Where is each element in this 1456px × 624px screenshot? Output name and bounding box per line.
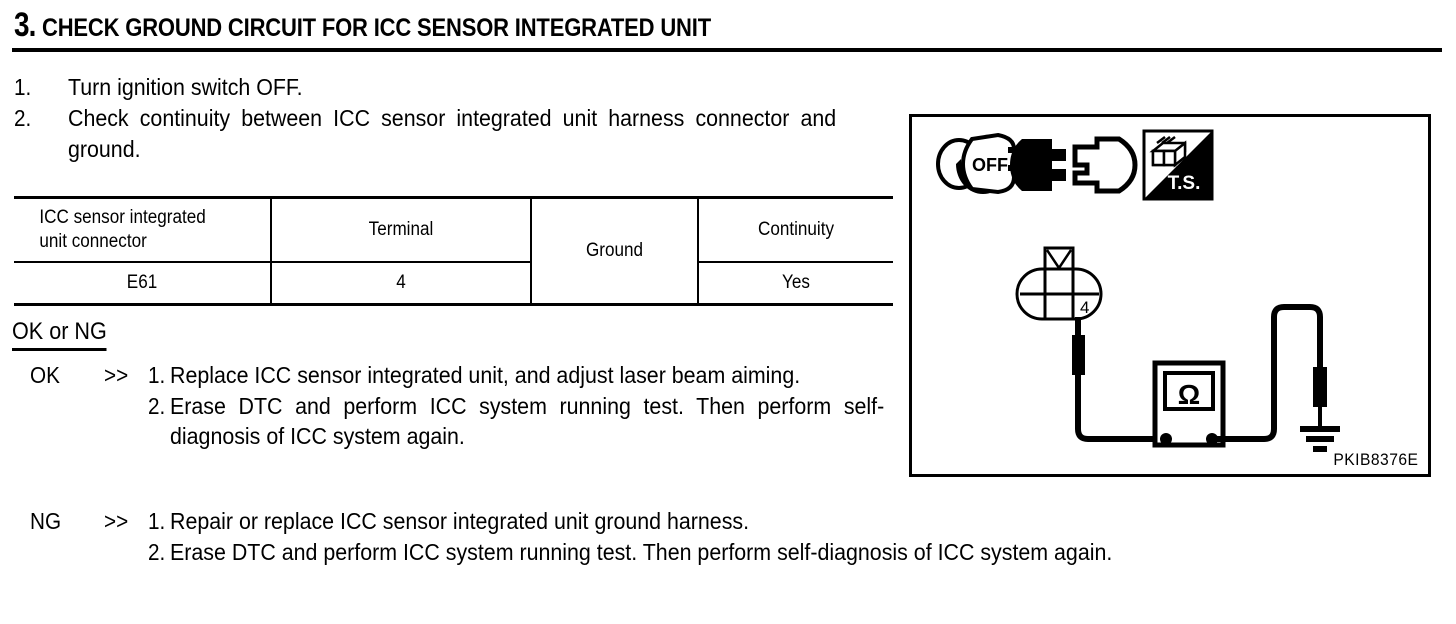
list-item: 1. Repair or replace ICC sensor integrat… <box>148 506 1456 537</box>
ok-or-ng-heading: OK or NG <box>12 318 107 351</box>
item-text: Erase DTC and perform ICC system running… <box>170 538 1113 565</box>
header-divider <box>12 48 1442 52</box>
header-connector-line1: ICC sensor integrated <box>39 207 206 229</box>
header-terminal: Terminal <box>271 196 532 263</box>
step-text: Turn ignition switch OFF. <box>68 74 303 100</box>
item-text: Repair or replace ICC sensor integrated … <box>170 508 750 534</box>
branch-ok-items: 1. Replace ICC sensor integrated unit, a… <box>148 360 938 452</box>
step-number: 1. <box>14 74 32 100</box>
branch-ng-arrow: >> <box>104 508 129 534</box>
item-number: 2. <box>148 392 166 419</box>
header-ground: Ground <box>531 196 699 306</box>
procedure-steps: 1. Turn ignition switch OFF. 2. Check co… <box>14 72 894 165</box>
cell-connector-value: E61 <box>14 262 272 306</box>
continuity-spec-table: ICC sensor integrated unit connector Ter… <box>14 196 893 306</box>
disconnect-connector-icon <box>1010 136 1138 194</box>
branch-ng-items: 1. Repair or replace ICC sensor integrat… <box>148 506 1456 567</box>
wiring-diagram-figure: OFF T.S. <box>909 114 1431 477</box>
item-number: 2. <box>148 538 166 565</box>
branch-ok: OK >> 1. Replace ICC sensor integrated u… <box>12 360 912 452</box>
cell-terminal-value: 4 <box>271 262 532 306</box>
branch-ok-label: OK <box>30 362 60 388</box>
connector-face-icon <box>1015 246 1103 321</box>
section-number: 3. <box>14 6 36 44</box>
ohm-symbol: Ω <box>1178 379 1200 410</box>
header-connector-line2: unit connector <box>39 231 147 252</box>
branch-ng-label: NG <box>30 508 62 534</box>
branch-ok-arrow: >> <box>104 362 129 388</box>
list-item: 2. Erase DTC and perform ICC system runn… <box>148 537 1456 568</box>
item-number: 1. <box>148 508 166 534</box>
ignition-off-icon: OFF <box>936 132 1016 195</box>
list-item: 2. Erase DTC and perform ICC system runn… <box>148 391 938 452</box>
tool-special-icon: T.S. <box>1142 129 1214 201</box>
probe-body-left <box>1072 335 1085 375</box>
table-header-row: ICC sensor integrated unit connector Ter… <box>14 196 893 306</box>
table-row: E61 4 Yes <box>14 262 893 306</box>
item-text: Replace ICC sensor integrated unit, and … <box>170 362 801 388</box>
tool-special-label: T.S. <box>1168 173 1201 194</box>
test-lead-right <box>1212 304 1323 442</box>
ground-symbol-icon <box>1300 405 1340 452</box>
connector-terminal-label: 4 <box>1080 298 1089 317</box>
item-number: 1. <box>148 362 166 388</box>
step-number: 2. <box>14 105 32 132</box>
ignition-off-label: OFF <box>972 155 1008 175</box>
step-item: 2. Check continuity between ICC sensor i… <box>14 103 894 164</box>
step-text: Check continuity between ICC sensor inte… <box>68 105 837 162</box>
test-lead-left <box>1075 317 1155 442</box>
page-title: 3. CHECK GROUND CIRCUIT FOR ICC SENSOR I… <box>14 8 1442 42</box>
ohmmeter: Ω <box>1152 360 1226 448</box>
probe-body-right <box>1313 367 1327 407</box>
figure-caption: PKIB8376E <box>1332 450 1418 469</box>
branch-ng: NG >> 1. Repair or replace ICC sensor in… <box>12 506 1456 567</box>
list-item: 1. Replace ICC sensor integrated unit, a… <box>148 360 938 391</box>
header-continuity: Continuity <box>698 196 893 263</box>
step-item: 1. Turn ignition switch OFF. <box>14 72 894 102</box>
cell-continuity-value: Yes <box>698 262 893 306</box>
header-connector: ICC sensor integrated unit connector <box>14 196 272 263</box>
diagram-svg: OFF T.S. <box>936 129 1340 452</box>
meter-terminal-left <box>1160 433 1172 445</box>
item-text: Erase DTC and perform ICC system running… <box>170 392 885 450</box>
section-title-text: CHECK GROUND CIRCUIT FOR ICC SENSOR INTE… <box>42 14 712 42</box>
